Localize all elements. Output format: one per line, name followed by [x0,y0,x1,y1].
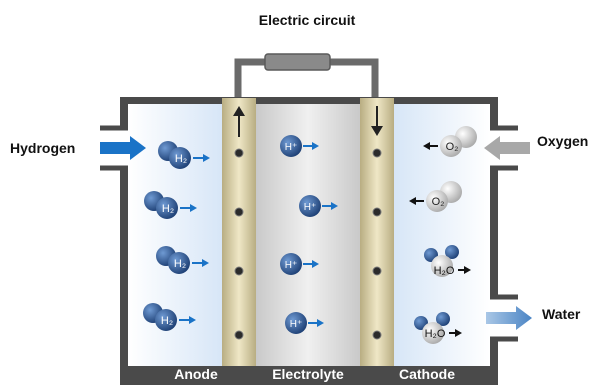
h2-molecule: H₂ [143,303,196,331]
svg-text:H₂: H₂ [161,315,173,327]
cathode-plate [360,98,394,366]
electron-down-arrow [371,106,383,136]
svg-text:H₂O: H₂O [425,328,446,340]
water-flow-arrow [486,306,532,330]
h2-molecule: H₂ [158,141,210,169]
svg-text:O₂: O₂ [446,141,459,153]
svg-text:H⁺: H⁺ [290,319,303,330]
svg-text:H⁺: H⁺ [285,260,298,271]
cathode-label: Cathode [399,366,455,382]
cathode-electrons [372,148,382,340]
svg-text:O₂: O₂ [432,196,445,208]
o2-molecule: O₂ [409,181,462,212]
h2o-molecule: H₂O [424,245,471,277]
h2-molecule: H₂ [156,246,209,274]
o2-molecule: O₂ [423,126,477,157]
svg-text:H₂: H₂ [162,203,174,215]
h-plus-ion: H⁺ [280,135,319,157]
water-label: Water [542,306,581,322]
svg-text:H⁺: H⁺ [285,142,298,153]
svg-text:H₂: H₂ [174,258,186,270]
circuit-resistor [264,53,331,71]
svg-text:H₂O: H₂O [434,265,455,277]
svg-text:H₂: H₂ [175,153,187,165]
h-plus-ion: H⁺ [299,195,338,217]
h2-molecule: H₂ [144,191,197,219]
oxygen-label: Oxygen [537,133,588,149]
circuit-wire [234,58,379,98]
circuit-label: Electric circuit [259,12,356,28]
anode-electrons [234,148,244,340]
hydrogen-flow-arrow [100,136,146,160]
h-plus-ion: H⁺ [285,312,324,334]
h-plus-ion: H⁺ [280,253,319,275]
anode-plate [222,98,256,366]
anode-label: Anode [174,366,218,382]
hydrogen-label: Hydrogen [10,140,75,156]
svg-text:H⁺: H⁺ [304,202,317,213]
h2o-molecule: H₂O [414,312,462,344]
anode-chamber [128,104,222,366]
electron-up-arrow [233,106,245,137]
electrolyte-chamber [256,104,360,366]
oxygen-flow-arrow [484,136,530,160]
electrolyte-label: Electrolyte [272,366,344,382]
